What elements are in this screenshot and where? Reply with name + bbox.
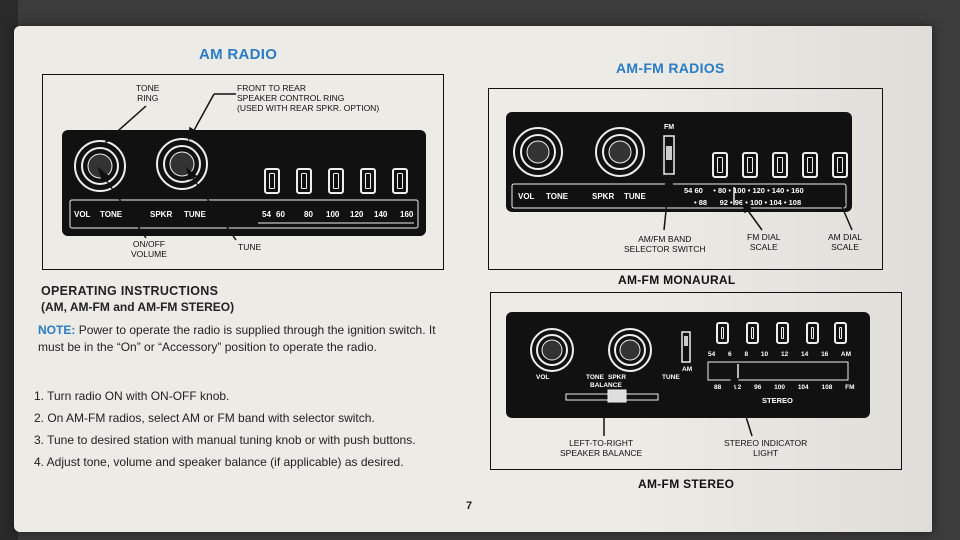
mono-preset-3	[772, 152, 788, 178]
book-spine-shadow	[0, 0, 18, 540]
mono-volume-knob	[513, 127, 563, 177]
mono-tune-knob	[595, 127, 645, 177]
am-fm-stereo-diagram	[490, 292, 902, 470]
step-1: 1. Turn radio ON with ON-OFF knob.	[34, 389, 230, 403]
stereo-callout-lines	[598, 369, 753, 437]
dial-scale-80: 80	[304, 210, 313, 219]
steps-list: 1. Turn radio ON with ON-OFF knob. 2. On…	[34, 388, 454, 470]
stereo-preset-3	[776, 322, 789, 344]
stereo-preset-2	[746, 322, 759, 344]
band-selector-caption: AM/FM BAND SELECTOR SWITCH	[624, 234, 706, 254]
monaural-faceplate: FM VOL TONE SPKR TUNE 54 60 • 80 • 100 •…	[506, 112, 852, 212]
stereo-am-scale: 54 6 8 10 12 14 16 AM	[708, 351, 851, 358]
dial-scale-140: 140	[374, 210, 388, 219]
dial-scale-100: 100	[326, 210, 340, 219]
stereo-tune-knob	[608, 328, 652, 372]
note-label: NOTE:	[38, 323, 76, 337]
mono-preset-1	[712, 152, 728, 178]
preset-button-1	[264, 168, 280, 194]
onoff-volume-caption: ON/OFF VOLUME	[131, 239, 167, 259]
tone-label: TONE	[100, 210, 123, 219]
stereo-preset-4	[806, 322, 819, 344]
mono-fm-scale: • 88 92 • 96 • 100 • 104 • 108	[694, 198, 802, 207]
spkr-label: SPKR	[150, 210, 173, 219]
am-dial-caption: AM DIAL SCALE	[828, 232, 863, 252]
note-paragraph: NOTE: Power to operate the radio is supp…	[38, 322, 448, 355]
note-text: Power to operate the radio is supplied t…	[38, 323, 436, 354]
stereo-tone-label: TONE	[586, 374, 604, 381]
fm-label: FM	[664, 124, 675, 131]
am-callout-lines	[97, 93, 237, 241]
page-number: 7	[466, 500, 473, 512]
manual-page: AM RADIO TONE RING FRONT TO REAR SPEAKER…	[14, 26, 932, 532]
mono-vol-label: VOL	[518, 192, 535, 201]
dial-scale-60: 60	[276, 210, 285, 219]
am-fm-monaural-diagram	[488, 88, 883, 270]
stereo-title: AM-FM STEREO	[638, 477, 735, 491]
volume-knob	[74, 140, 126, 192]
stereo-preset-5	[834, 322, 847, 344]
mono-callout-lines	[663, 173, 853, 231]
mono-tone-label: TONE	[546, 192, 569, 201]
mono-preset-2	[742, 152, 758, 178]
monaural-title: AM-FM MONAURAL	[618, 273, 736, 287]
stereo-vol-label: VOL	[536, 374, 550, 381]
preset-button-5	[392, 168, 408, 194]
am-radio-heading: AM RADIO	[199, 46, 278, 63]
am-fm-radios-heading: AM-FM RADIOS	[616, 60, 725, 76]
stereo-preset-1	[716, 322, 729, 344]
am-radio-faceplate: VOL TONE SPKR TUNE 54 60 80 100 120 140 …	[62, 130, 426, 236]
mono-preset-5	[832, 152, 848, 178]
mono-preset-4	[802, 152, 818, 178]
step-3: 3. Tune to desired station with manual t…	[34, 433, 416, 447]
stereo-tune-label: TUNE	[662, 374, 680, 381]
stereo-indicator-label: STEREO	[762, 396, 793, 405]
stereo-volume-knob	[530, 328, 574, 372]
stereo-am-label: AM	[682, 366, 693, 373]
preset-button-2	[296, 168, 312, 194]
tune-label: TUNE	[184, 210, 206, 219]
mono-am-scale: 54 60 • 80 • 100 • 120 • 140 • 160	[684, 186, 804, 195]
mono-spkr-label: SPKR	[592, 192, 615, 201]
preset-button-4	[360, 168, 376, 194]
tune-caption: TUNE	[238, 242, 262, 252]
balance-label: BALANCE	[590, 382, 622, 389]
step-2: 2. On AM-FM radios, select AM or FM band…	[34, 411, 375, 425]
dial-scale-54: 54	[262, 210, 271, 219]
stereo-indicator-caption: STEREO INDICATOR LIGHT	[724, 438, 808, 458]
am-radio-diagram	[42, 74, 444, 270]
front-rear-caption: FRONT TO REAR SPEAKER CONTROL RING (USED…	[237, 83, 380, 113]
dial-scale-120: 120	[350, 210, 364, 219]
speaker-balance-caption: LEFT-TO-RIGHT SPEAKER BALANCE	[560, 438, 643, 458]
stereo-faceplate: AM VOL TONE SPKR TUNE BALANCE 54 6 8 10 …	[506, 312, 870, 418]
tone-ring-caption: TONE RING	[136, 83, 160, 103]
instructions-subtitle: (AM, AM-FM and AM-FM STEREO)	[41, 300, 235, 314]
vol-label: VOL	[74, 210, 91, 219]
stereo-spkr-label: SPKR	[608, 374, 627, 381]
dial-scale-160: 160	[400, 210, 414, 219]
preset-button-3	[328, 168, 344, 194]
fm-dial-caption: FM DIAL SCALE	[747, 232, 781, 252]
step-4: 4. Adjust tone, volume and speaker balan…	[34, 455, 404, 469]
instructions-title: OPERATING INSTRUCTIONS	[41, 284, 219, 298]
mono-tune-label: TUNE	[624, 192, 646, 201]
